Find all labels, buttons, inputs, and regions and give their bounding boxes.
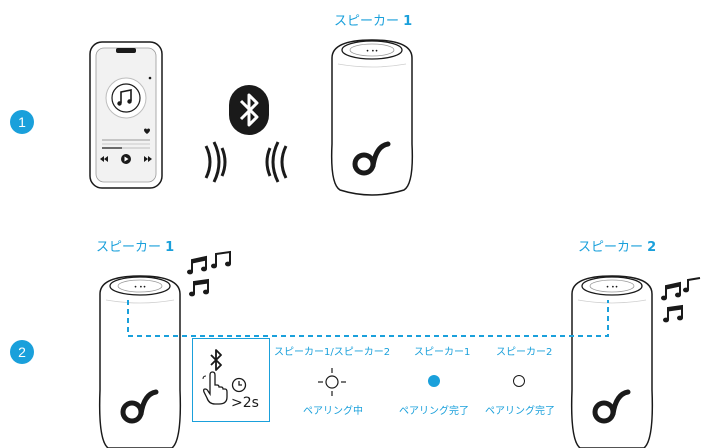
status-header-speaker1: スピーカー1	[414, 347, 471, 358]
speaker-icon: • ••	[570, 275, 654, 448]
speaker-1-label: スピーカー 1	[334, 10, 412, 29]
hand-press-icon	[202, 371, 228, 405]
speaker-label-number: 1	[165, 240, 175, 255]
step-2-badge: 2	[10, 340, 34, 364]
speaker-icon: • ••	[330, 39, 414, 196]
status-label-pairing: ペアリング中	[303, 406, 363, 417]
speaker-2-label: スピーカー 2	[578, 236, 656, 255]
pairing-connection-line	[127, 300, 609, 337]
hold-duration-text: >2s	[231, 395, 259, 411]
status-label-speaker2-paired: ペアリング完了	[485, 406, 555, 417]
svg-text:• ••: • ••	[366, 48, 379, 55]
speaker-icon: • ••	[98, 275, 182, 448]
music-notes-icon	[661, 277, 701, 323]
speaker-label-prefix: スピーカー	[96, 240, 166, 255]
status-header-speaker2: スピーカー2	[496, 347, 553, 358]
sound-wave-icon	[265, 141, 288, 183]
led-off-icon	[513, 375, 525, 387]
pairing-instruction-box: >2s	[192, 338, 270, 422]
phone-music-icon	[89, 41, 163, 189]
speaker-1-label: スピーカー 1	[96, 236, 174, 255]
bluetooth-icon	[210, 349, 222, 371]
led-solid-icon	[428, 375, 440, 387]
bluetooth-icon	[229, 85, 269, 135]
status-header-both: スピーカー1/スピーカー2	[274, 347, 391, 358]
speaker-label-number: 2	[647, 240, 657, 255]
svg-text:• ••: • ••	[134, 284, 147, 291]
sound-wave-icon	[204, 141, 227, 183]
music-notes-icon	[187, 250, 231, 297]
speaker-label-prefix: スピーカー	[334, 14, 404, 29]
svg-text:• ••: • ••	[606, 284, 619, 291]
led-blinking-icon	[318, 368, 346, 396]
speaker-label-prefix: スピーカー	[578, 240, 648, 255]
speaker-label-number: 1	[403, 14, 413, 29]
step-1-badge: 1	[10, 110, 34, 134]
clock-icon	[231, 377, 247, 393]
status-label-speaker1-paired: ペアリング完了	[399, 406, 469, 417]
